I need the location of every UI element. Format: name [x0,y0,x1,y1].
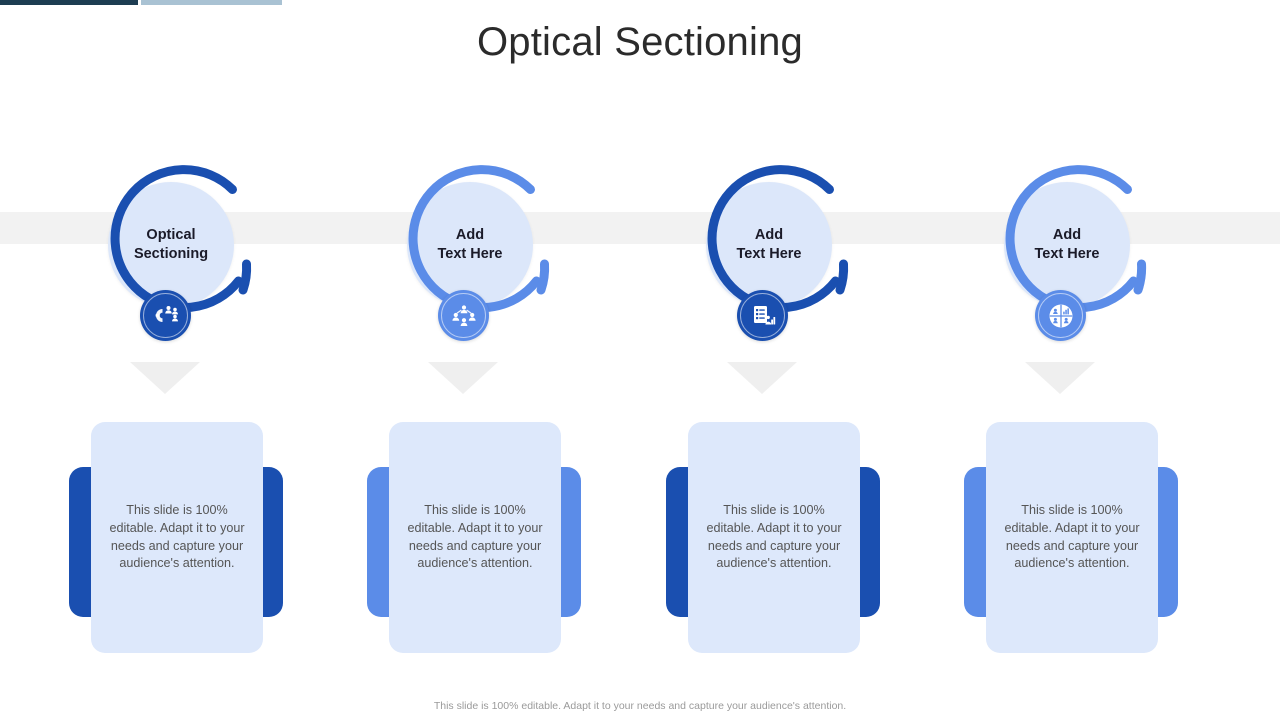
page-title: Optical Sectioning [476,20,803,64]
card-text: This slide is 100% editable. Adapt it to… [109,502,245,571]
progress-segment-primary [0,0,138,5]
circle-label: Add Text Here [736,226,802,262]
card-text: This slide is 100% editable. Adapt it to… [706,502,842,571]
top-progress-bar [0,0,1280,5]
ring-group: Add Text Here [370,160,610,400]
segmentation-quadrant-icon [1049,304,1072,327]
infographic-column[interactable]: Optical Sectioning This slide is 100% ed… [69,160,312,653]
badge-inner-ring [1038,293,1083,338]
card-front-panel: This slide is 100% editable. Adapt it to… [688,422,860,653]
infographic-column[interactable]: Add Text Here [666,160,909,653]
card-text: This slide is 100% editable. Adapt it to… [407,502,543,571]
progress-segment-secondary [141,0,282,5]
card-front-panel: This slide is 100% editable. Adapt it to… [91,422,263,653]
ring-group: Add Text Here [669,160,909,400]
pointer-triangle-icon [428,362,498,394]
text-card: This slide is 100% editable. Adapt it to… [69,422,309,662]
ring-group: Optical Sectioning [72,160,312,400]
ring-arc-icon [707,165,849,313]
text-card: This slide is 100% editable. Adapt it to… [964,422,1204,662]
ring-group: Add Text Here [967,160,1207,400]
people-network-icon [451,304,476,326]
pointer-triangle-icon [727,362,797,394]
infographic-column[interactable]: Add Text Here [964,160,1207,653]
badge-inner-ring [441,293,486,338]
badge-inner-ring [143,293,188,338]
icon-badge[interactable] [438,290,489,341]
ring-arc-icon [110,165,252,313]
ring-arc-icon [408,165,550,313]
icon-badge[interactable] [1035,290,1086,341]
card-front-panel: This slide is 100% editable. Adapt it to… [986,422,1158,653]
circle-label: Add Text Here [437,226,503,262]
card-front-panel: This slide is 100% editable. Adapt it to… [389,422,561,653]
circle-label: Add Text Here [1034,226,1100,262]
icon-badge[interactable] [737,290,788,341]
text-card: This slide is 100% editable. Adapt it to… [666,422,906,662]
checklist-report-icon [753,305,775,324]
footer-note: This slide is 100% editable. Adapt it to… [433,700,847,712]
pointer-triangle-icon [1025,362,1095,394]
text-card: This slide is 100% editable. Adapt it to… [367,422,607,662]
card-text: This slide is 100% editable. Adapt it to… [1004,502,1140,571]
icon-badge[interactable] [140,290,191,341]
circle-label: Optical Sectioning [133,226,209,262]
infographic-column[interactable]: Add Text Here This slide is 100% editabl… [367,160,610,653]
pointer-triangle-icon [130,362,200,394]
ring-arc-icon [1005,165,1147,313]
badge-inner-ring [740,293,785,338]
magnet-people-icon [155,305,178,322]
